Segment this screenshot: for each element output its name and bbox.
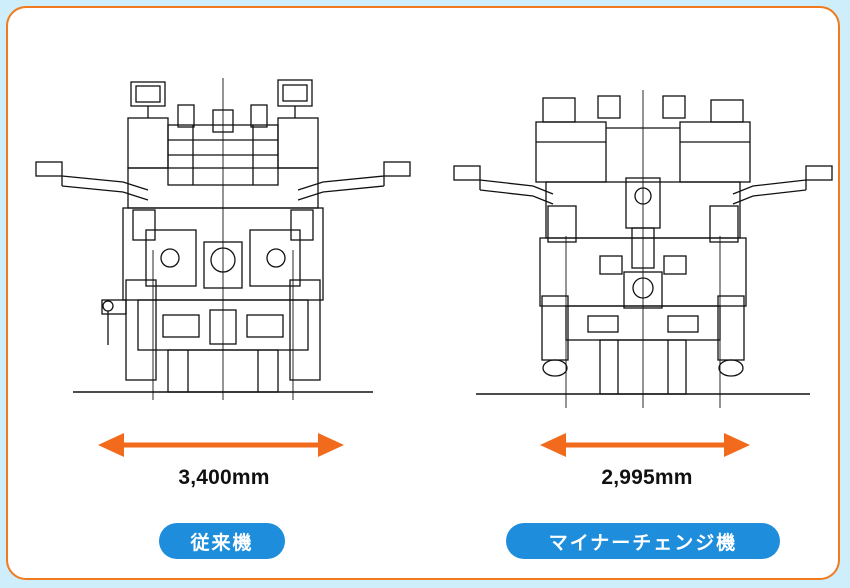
- width-label-conventional: 3,400mm: [178, 466, 270, 489]
- width-label-minor-change: 2,995mm: [601, 466, 693, 489]
- name-badge-conventional: 従来機: [159, 523, 285, 559]
- width-arrow-conventional: [98, 431, 344, 464]
- name-badge-minor-change: マイナーチェンジ機: [506, 523, 780, 559]
- width-arrow-minor-change: [540, 431, 750, 464]
- minor-change-machine-drawing: [448, 86, 838, 416]
- diagram-panel: 3,400mm 2,995mm 従来機 マイナーチェンジ機: [6, 6, 840, 580]
- conventional-machine-drawing: [28, 70, 418, 410]
